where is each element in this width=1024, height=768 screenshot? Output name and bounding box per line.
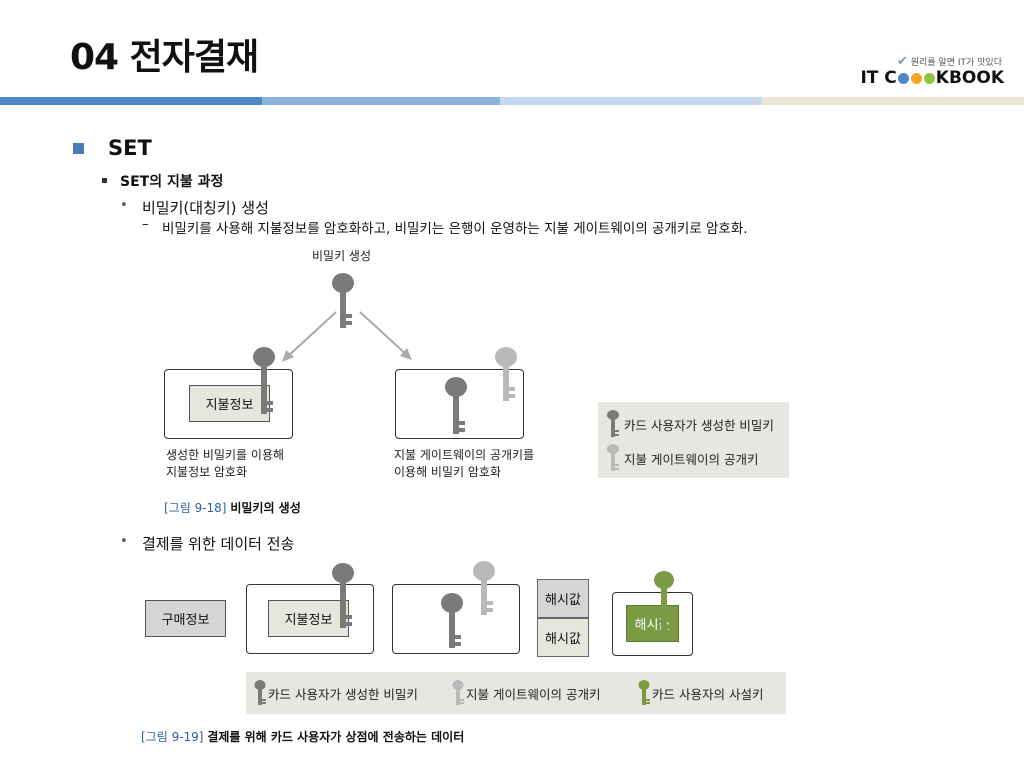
- header-stripe: [0, 97, 1024, 105]
- secret-key-icon: [332, 563, 354, 628]
- public-key-icon: [495, 347, 517, 401]
- outline-l4a: 비밀키를 사용해 지불정보를 암호화하고, 비밀키는 은행이 운영하는 지불 게…: [162, 221, 748, 237]
- bullet-dot-icon: •: [120, 534, 128, 549]
- slide-title: 04 전자결재: [70, 37, 259, 78]
- private-key-icon: [638, 680, 650, 705]
- outline-l2: SET의 지불 과정: [120, 174, 224, 190]
- fig1-box2-caption2: 이용해 비밀키 암호화: [394, 465, 501, 479]
- outline-l1: SET: [108, 136, 152, 160]
- fig1-arrows: [282, 311, 412, 362]
- bullet-dash-icon: –: [142, 217, 149, 232]
- purchase-info-box: 구매정보: [145, 600, 226, 637]
- check-icon: ✔: [896, 54, 908, 69]
- bullet-square-icon: [73, 143, 84, 154]
- logo-dot-icon: [897, 72, 909, 84]
- logo-dot-icon: [923, 72, 935, 84]
- fig1-box1-caption2: 지불정보 암호화: [166, 465, 248, 479]
- bullet-dot-icon: •: [120, 198, 128, 213]
- logo-tagline: ✔ 원리를 알면 IT가 맛있다: [896, 54, 1002, 69]
- outline-l3b: 결제를 위한 데이터 전송: [142, 535, 295, 553]
- outline-l3a: 비밀키(대칭키) 생성: [142, 199, 269, 217]
- fig1-box1-caption1: 생성한 비밀키를 이용해: [166, 448, 285, 462]
- bullet-small-square-icon: [102, 178, 107, 183]
- public-key-icon: [473, 561, 495, 615]
- fig2-legend: 카드 사용자가 생성한 비밀키 지불 게이트웨이의 공개키 카드 사용자의 사설…: [246, 672, 786, 714]
- fig1-caption: [그림 9-18] 비밀키의 생성: [164, 501, 301, 515]
- secret-key-icon: [253, 347, 275, 414]
- fig1-box2-caption1: 지불 게이트웨이의 공개키를: [394, 448, 535, 462]
- secret-key-icon: [445, 377, 467, 434]
- fig2-caption: [그림 9-19] 결제를 위해 카드 사용자가 상점에 전송하는 데이터: [141, 730, 465, 744]
- secret-key-icon: [332, 273, 354, 328]
- itcookbook-logo: IT C KBOOK: [860, 68, 1004, 88]
- public-key-icon: [607, 444, 619, 471]
- secret-key-icon: [441, 593, 463, 648]
- fig2-box1-inner: 지불정보: [268, 600, 349, 637]
- fig1-legend: 카드 사용자가 생성한 비밀키 지불 게이트웨이의 공개키: [598, 402, 789, 478]
- fig2-signed-box: [612, 592, 693, 656]
- secret-key-icon: [254, 680, 266, 705]
- hash-bottom-box: 해시값: [537, 618, 589, 657]
- logo-dot-icon: [910, 72, 922, 84]
- private-key-icon: [654, 571, 674, 630]
- public-key-icon: [452, 680, 464, 705]
- hash-top-box: 해시값: [537, 579, 589, 618]
- fig1-top-label: 비밀키 생성: [312, 249, 372, 263]
- secret-key-icon: [607, 410, 619, 437]
